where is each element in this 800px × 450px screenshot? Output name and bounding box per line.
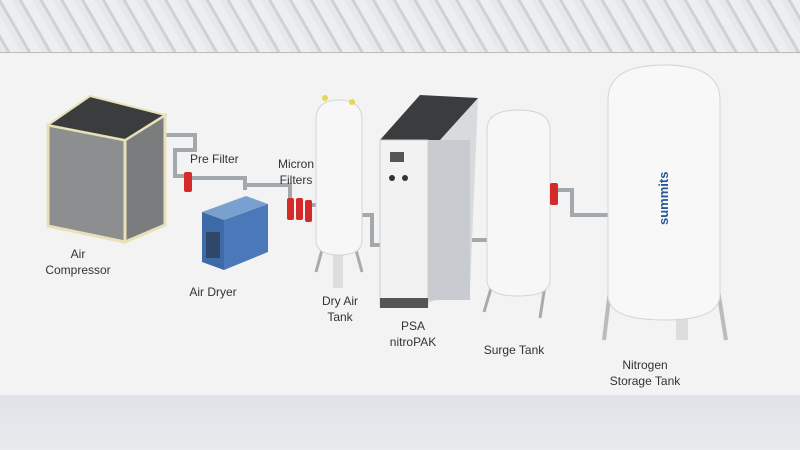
psa-nitropak [379, 95, 478, 308]
label-surge-tank: Surge Tank [483, 343, 545, 357]
pre-filter [184, 172, 192, 192]
svg-text:summits: summits [656, 172, 671, 225]
label-psa-nitropak: PSA nitroPAK [389, 319, 437, 349]
floor-band [0, 395, 800, 450]
nitrogen-storage-tank [602, 64, 728, 341]
air-dryer [202, 196, 268, 270]
label-air-compressor: Air Compressor [45, 247, 111, 277]
label-micron-filters: Micron Filters [277, 157, 314, 187]
summits-logo: summits [656, 172, 671, 225]
label-dry-air-tank: Dry Air Tank [322, 294, 358, 324]
pipes [165, 133, 608, 247]
label-pre-filter: Pre Filter [190, 152, 239, 166]
air-compressor [45, 94, 168, 245]
surge-tank [482, 109, 558, 319]
dry-air-tank [314, 95, 364, 288]
ceiling-background [0, 0, 800, 53]
label-air-dryer: Air Dryer [189, 285, 237, 299]
micron-filters [287, 198, 312, 222]
label-nitrogen-storage-tank: Nitrogen Storage Tank [609, 358, 681, 388]
